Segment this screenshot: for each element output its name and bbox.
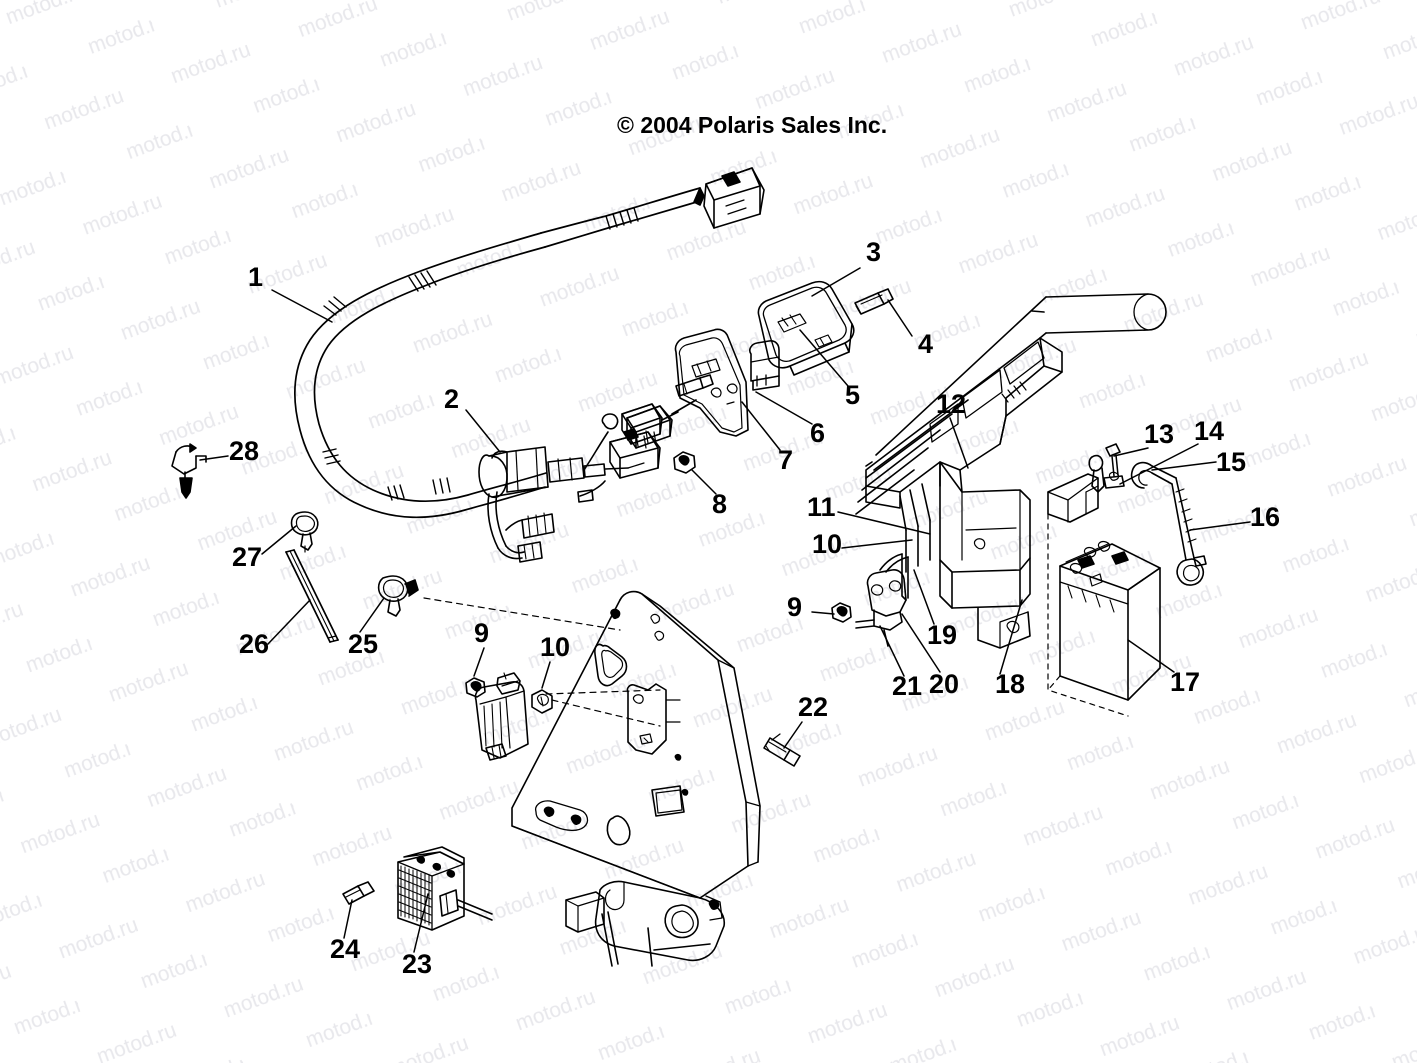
callout-23: 23 [402, 949, 433, 979]
callout-10-left: 10 [540, 632, 571, 662]
callout-17: 17 [1170, 667, 1201, 697]
callout-22: 22 [798, 692, 829, 722]
callout-8: 8 [712, 489, 728, 519]
callout-15: 15 [1216, 447, 1247, 477]
callout-7: 7 [778, 445, 794, 475]
callout-5: 5 [845, 380, 861, 410]
callout-4: 4 [918, 329, 934, 359]
callout-14: 14 [1194, 416, 1225, 446]
callout-27: 27 [232, 542, 263, 572]
callout-13: 13 [1144, 419, 1175, 449]
callout-9-right: 9 [787, 592, 803, 622]
callout-12: 12 [936, 389, 967, 419]
callout-28: 28 [229, 436, 260, 466]
callout-25: 25 [348, 629, 379, 659]
callout-21: 21 [892, 671, 923, 701]
callout-20: 20 [929, 669, 960, 699]
callout-18: 18 [995, 669, 1026, 699]
callout-24: 24 [330, 934, 361, 964]
callout-3: 3 [866, 237, 882, 267]
callout-10-right: 10 [812, 529, 843, 559]
callout-16: 16 [1250, 502, 1281, 532]
callout-19: 19 [927, 620, 958, 650]
callout-1: 1 [248, 262, 264, 292]
callout-2: 2 [444, 384, 460, 414]
callout-6: 6 [810, 418, 826, 448]
callout-9-left: 9 [474, 618, 490, 648]
callout-11: 11 [807, 492, 836, 522]
callout-26: 26 [239, 629, 270, 659]
